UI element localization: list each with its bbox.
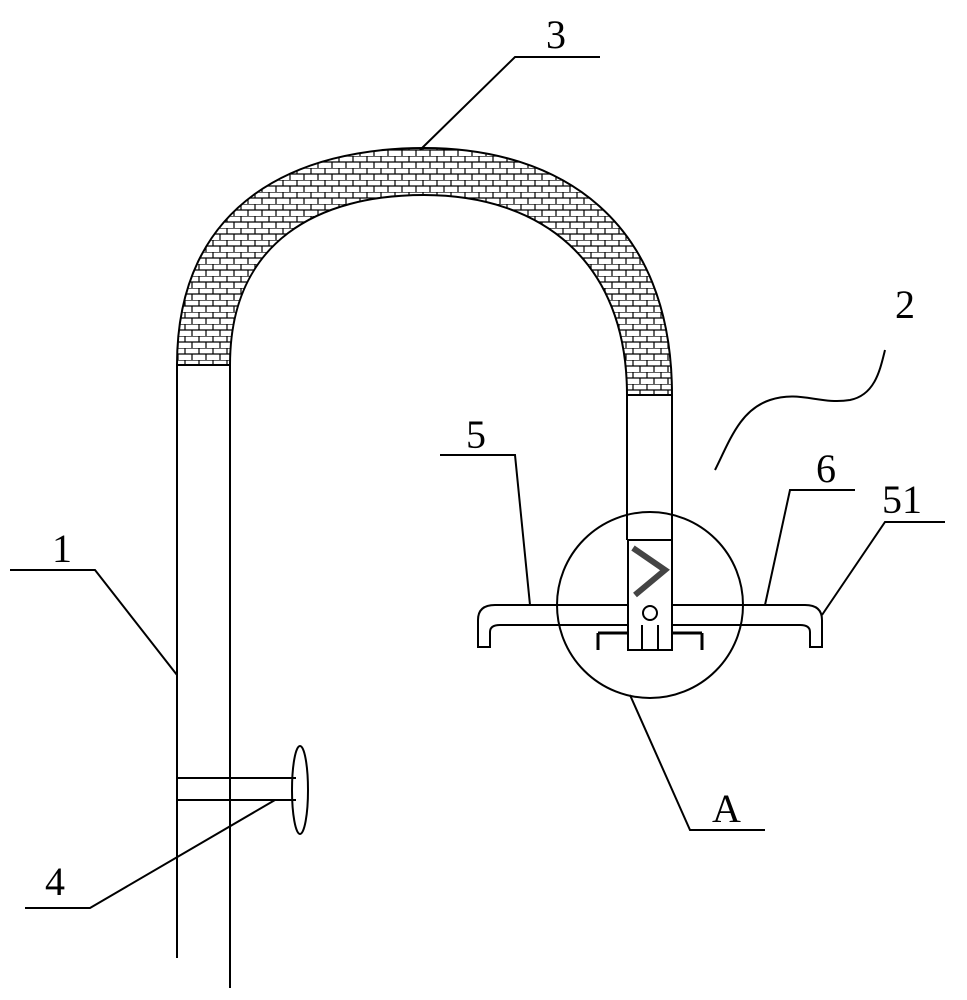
spring (633, 548, 665, 595)
label-3: 3 (546, 12, 566, 57)
braided-hose (177, 148, 672, 395)
label-6: 6 (816, 446, 836, 491)
label-51: 51 (882, 477, 922, 522)
vertical-pipe (177, 365, 230, 988)
label-1: 1 (52, 526, 72, 571)
label-2: 2 (895, 282, 915, 327)
label-5: 5 (466, 412, 486, 457)
label-A: A (712, 786, 741, 831)
spray-pipe (627, 395, 672, 540)
valve (177, 746, 308, 834)
label-4: 4 (45, 859, 65, 904)
